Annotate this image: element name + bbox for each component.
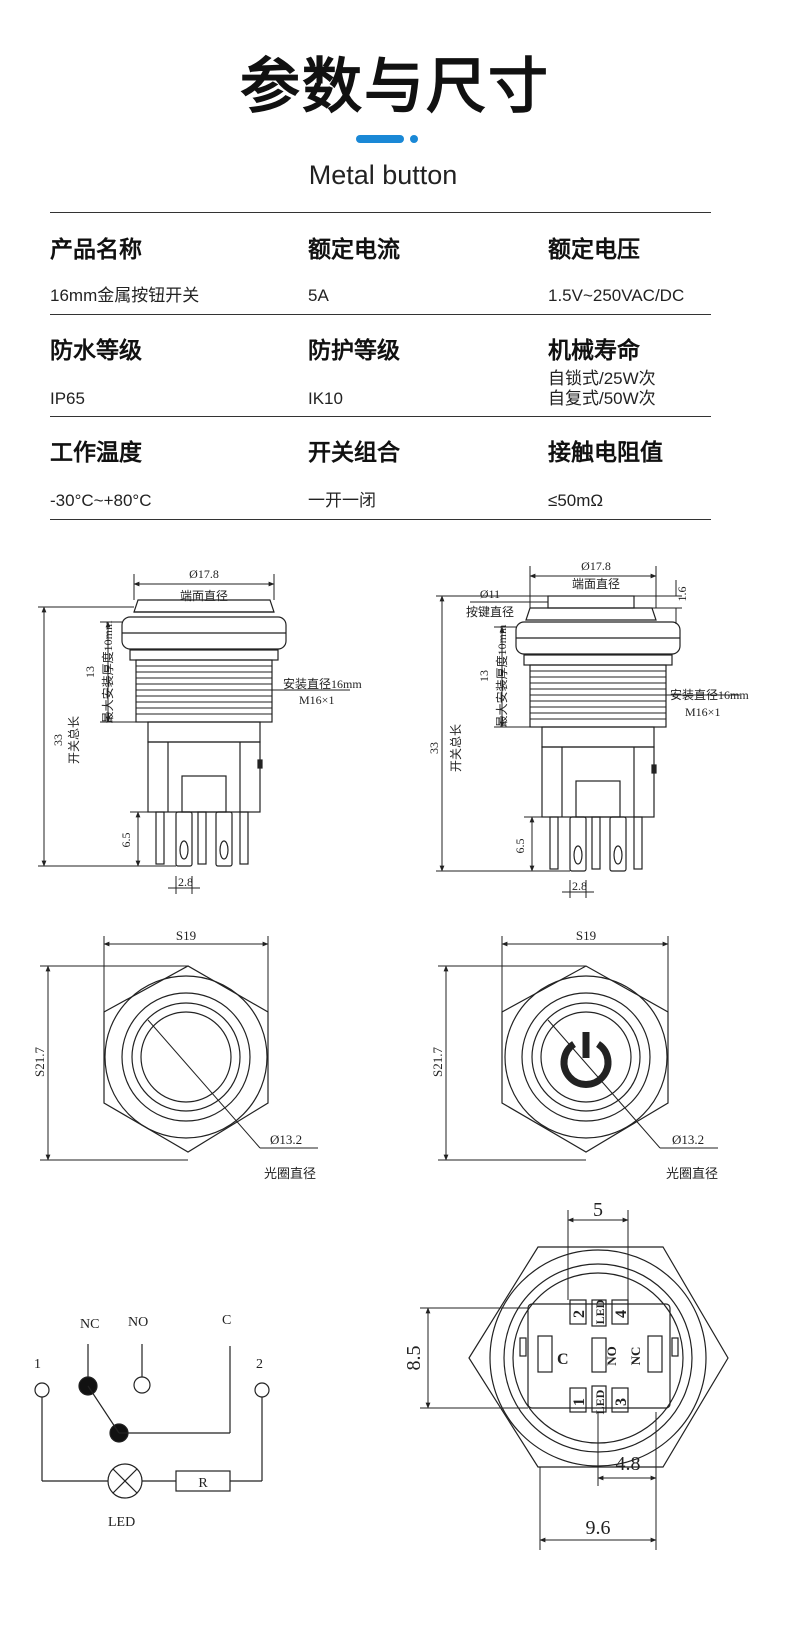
table-rule	[50, 314, 711, 315]
spec-label: 防护等级	[308, 338, 400, 364]
dim-label: 33	[51, 734, 65, 746]
spec-value: ≤50mΩ	[548, 491, 604, 510]
dim-label: S21.7	[430, 1047, 445, 1077]
dim-label: Ø17.8	[189, 567, 219, 581]
spec-value: -30°C~+80°C	[50, 491, 152, 510]
side-view-left-dims	[38, 574, 350, 894]
page-title: 参数与尺寸	[240, 52, 550, 122]
dim-label: 安装直径16mm	[283, 676, 362, 691]
table-rule	[50, 519, 711, 520]
table-rule	[50, 416, 711, 417]
wiring-text: NC NO C 1 2 R LED	[34, 1313, 263, 1530]
dim-label: 按键直径	[466, 605, 514, 619]
wire-label: 1	[34, 1357, 41, 1372]
front-view-right-text: S19 S21.7 Ø13.2 光圈直径	[430, 928, 718, 1181]
page-subtitle: Metal button	[308, 160, 458, 190]
spec-label: 防水等级	[50, 338, 142, 364]
wire-label: C	[222, 1313, 231, 1328]
spec-label: 额定电流	[308, 237, 400, 263]
dim-label: 开关总长	[67, 716, 81, 764]
front-view-left-text: S19 S21.7 Ø13.2 光圈直径	[32, 928, 316, 1181]
pin-label: 1	[571, 1398, 588, 1406]
dim-label: 光圈直径	[264, 1166, 316, 1181]
dim-label: 开关总长	[449, 724, 463, 772]
pin-label: LED	[593, 1389, 607, 1414]
spec-label: 工作温度	[50, 440, 142, 466]
side-view-right-dims	[436, 566, 740, 898]
side-view-right	[515, 595, 681, 872]
dim-label: S19	[176, 928, 196, 943]
rear-pin-labels: 2 LED 4 C NO NC 1 LED 3	[557, 1299, 643, 1414]
spec-value: 一开一闭	[308, 491, 376, 510]
rear-view-dims	[420, 1210, 657, 1550]
dim-label: 端面直径	[180, 589, 228, 603]
wire-label: R	[198, 1476, 208, 1491]
dim-label: 8.5	[403, 1346, 425, 1371]
pin-label: 2	[571, 1310, 588, 1318]
front-view-left-dims	[40, 936, 269, 1161]
dim-label: S19	[576, 928, 596, 943]
wire-label: NO	[128, 1315, 148, 1330]
spec-value: IP65	[50, 389, 85, 408]
dim-label: 最大安装厚度10mm	[494, 624, 509, 727]
dim-label: 最大安装厚度10mm	[100, 620, 115, 723]
dim-label: Ø17.8	[581, 559, 611, 573]
dim-label: 33	[427, 742, 441, 754]
dim-label: M16×1	[685, 705, 720, 719]
pin-label: NO	[604, 1346, 619, 1366]
dim-label: 13	[83, 666, 97, 678]
spec-value: 5A	[308, 286, 329, 305]
dim-label: 端面直径	[572, 577, 620, 591]
rear-view-text: 5 8.5 4.8 9.6	[403, 1199, 641, 1539]
dim-label: 5	[593, 1199, 603, 1221]
spec-value: 1.5V~250VAC/DC	[548, 286, 685, 305]
pin-label: C	[557, 1351, 569, 1368]
dim-label: S21.7	[32, 1047, 47, 1077]
dim-label: M16×1	[299, 693, 334, 707]
dim-label: 4.8	[616, 1453, 641, 1475]
spec-label: 机械寿命	[548, 338, 640, 364]
dim-label: 6.5	[513, 839, 527, 854]
spec-label: 产品名称	[50, 237, 142, 263]
thread-lines	[136, 665, 272, 715]
front-view-right-dims	[438, 936, 669, 1161]
side-view-left-text: Ø17.8 端面直径 安装直径16mm M16×1 2.8 33 开关总长 13…	[51, 567, 362, 889]
dim-label: Ø13.2	[672, 1132, 704, 1147]
wire-label: LED	[108, 1515, 135, 1530]
dim-label: 安装直径16mm	[670, 687, 749, 702]
pin-label: 3	[613, 1398, 630, 1406]
dim-label: 2.8	[572, 879, 587, 893]
dim-label: 6.5	[119, 833, 133, 848]
wire-label: 2	[256, 1357, 263, 1372]
table-rule	[50, 212, 711, 213]
dim-label: 1.6	[675, 587, 689, 602]
pin-label: NC	[628, 1347, 643, 1366]
side-view-right-text: Ø17.8 端面直径 Ø11 按键直径 1.6 安装直径16mm M16×1 2…	[427, 559, 749, 893]
spec-label: 开关组合	[308, 440, 400, 466]
front-view-right	[501, 965, 718, 1153]
dim-label: Ø11	[480, 587, 500, 601]
dim-label: 光圈直径	[666, 1166, 718, 1181]
spec-value: 自锁式/25W次 自复式/50W次	[548, 369, 656, 408]
dim-label: 9.6	[586, 1517, 611, 1539]
dim-label: 13	[477, 670, 491, 682]
power-icon	[560, 1041, 612, 1088]
spec-label: 接触电阻值	[548, 440, 663, 466]
dim-label: 2.8	[178, 875, 193, 889]
spec-value: IK10	[308, 389, 343, 408]
wire-label: NC	[80, 1317, 99, 1332]
side-view-left	[121, 599, 287, 867]
wiring-diagram	[34, 1344, 270, 1499]
front-view-left	[103, 965, 318, 1153]
pin-label: LED	[593, 1299, 607, 1324]
spec-value: 16mm金属按钮开关	[50, 286, 200, 305]
spec-label: 额定电压	[548, 237, 640, 263]
dim-label: Ø13.2	[270, 1132, 302, 1147]
pin-label: 4	[613, 1310, 630, 1318]
